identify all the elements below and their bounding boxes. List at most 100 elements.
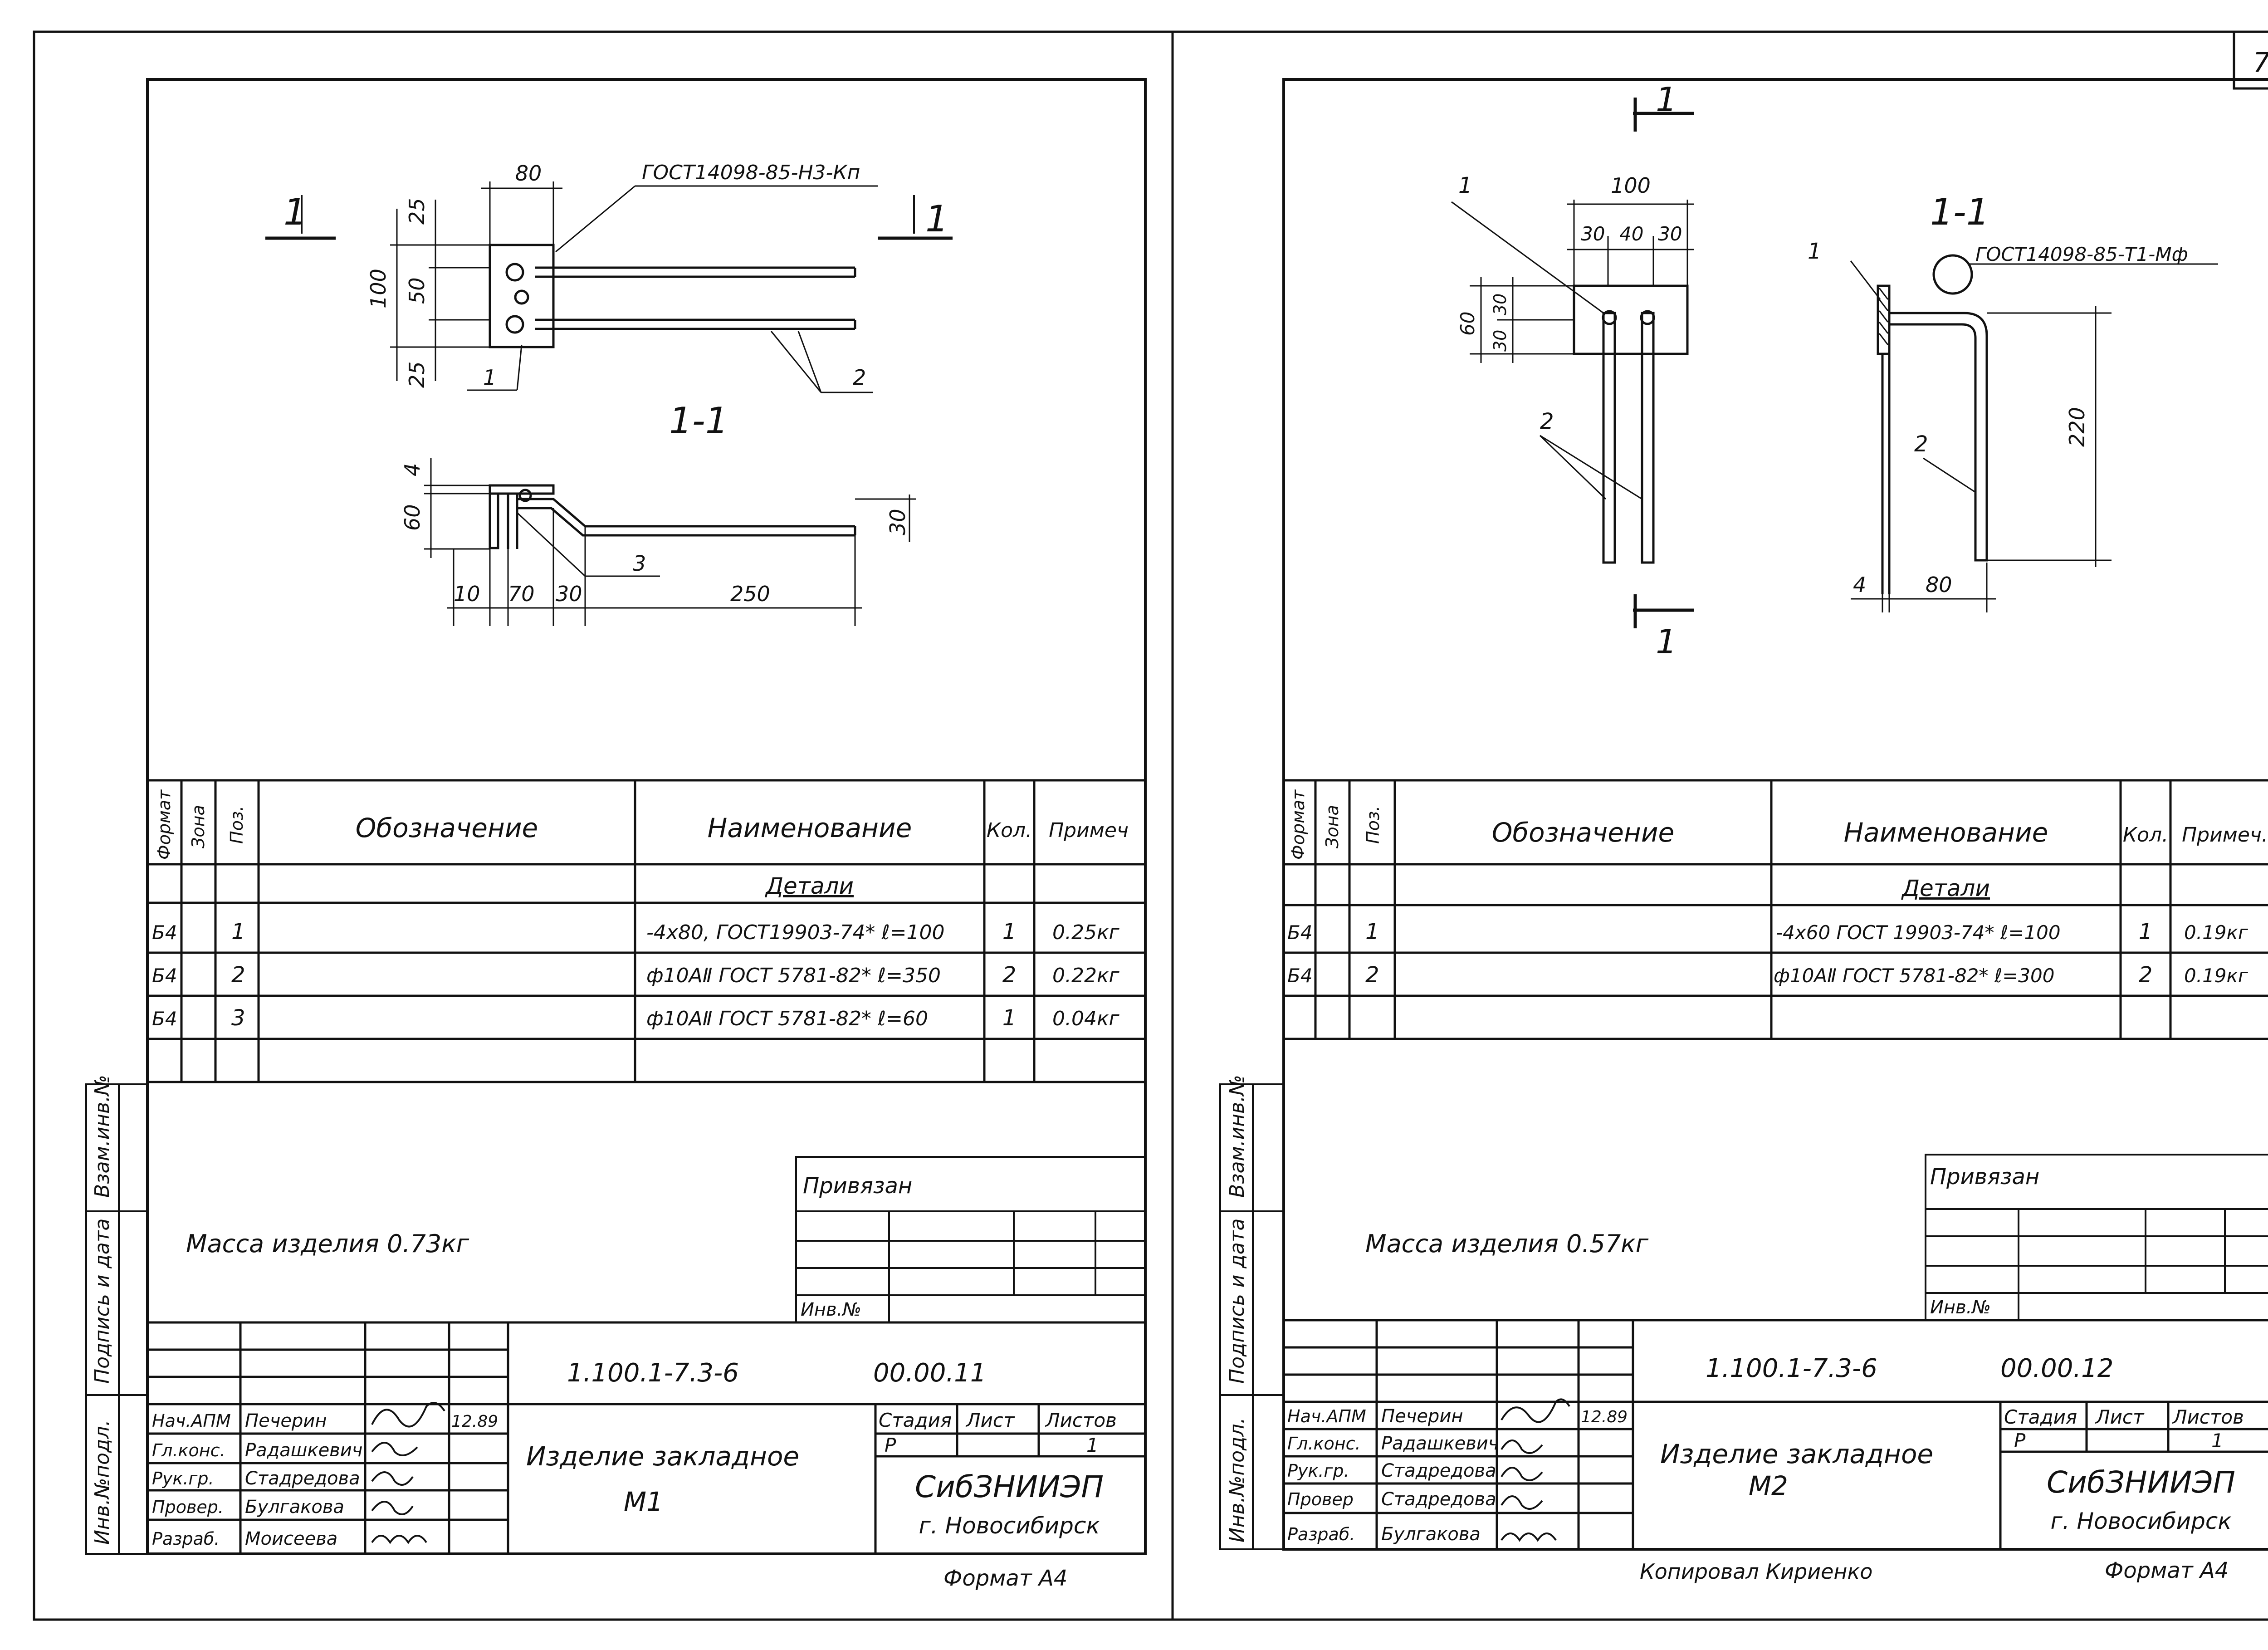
item-mark-m1: М1 (624, 1486, 663, 1517)
dim-50: 50 (405, 277, 429, 304)
doc-code-m1: 1.100.1-7.3-6 (567, 1358, 739, 1388)
person-name: Булгакова (1381, 1524, 1481, 1545)
section-mark-top: 1 (1656, 80, 1677, 119)
signature-scribbles-m2 (1501, 1398, 1570, 1542)
dim-250-m1: 250 (730, 582, 770, 606)
dim-30b-m2: 30 (1658, 223, 1682, 245)
org-city: г. Новосибирск (919, 1513, 1100, 1539)
role-label: Провер. (152, 1497, 224, 1517)
row-format: Б4 (152, 1008, 177, 1030)
pos-label-2-plan: 2 (1540, 409, 1554, 434)
signature-row: Разраб. Булгакова (1287, 1524, 1481, 1545)
dim-80: 80 (515, 161, 542, 186)
spec-row: Б4 2 ф10АⅡ ГОСТ 5781-82* ℓ=350 2 0.22кг (152, 962, 1120, 988)
dim-100-m2: 100 (1611, 173, 1651, 198)
side-label-inv: Инв.№подл. (1226, 1417, 1249, 1542)
hdr-zone: Зона (1322, 805, 1342, 848)
hdr-note: Примеч. (2182, 823, 2268, 847)
sign-date: 12.89 (451, 1412, 498, 1431)
page-number-box: 77 (2233, 30, 2268, 90)
pos-label-2-section: 2 (1914, 431, 1928, 457)
dim-220-m2: 220 (2065, 407, 2089, 447)
role-label: Рук.гр. (152, 1469, 214, 1488)
person-name: Булгакова (245, 1497, 344, 1518)
inv-label: Инв.№ (1930, 1297, 1991, 1318)
hdr-name: Наименование (708, 813, 912, 843)
hdr-note: Примеч (1049, 819, 1129, 842)
org-name: СибЗНИИЭП (915, 1469, 1104, 1504)
person-name: Стадредова (1381, 1460, 1496, 1481)
hdr-format: Формат (154, 789, 174, 860)
row-qty: 1 (2139, 919, 2153, 945)
section-title-m2: 1-1 (1930, 191, 1989, 233)
stage-header: Стадия (879, 1409, 952, 1431)
spec-row: Б4 3 ф10АⅡ ГОСТ 5781-82* ℓ=60 1 0.04кг (152, 1005, 1120, 1031)
row-pos: 2 (231, 962, 245, 988)
person-name: Печерин (1381, 1406, 1463, 1427)
dim-25-top: 25 (405, 198, 429, 225)
hdr-pos: Поз. (227, 806, 247, 844)
row-format: Б4 (152, 965, 177, 987)
signature-row: Рук.гр. Стадредова (1287, 1460, 1496, 1481)
row-qty: 2 (1002, 962, 1017, 988)
role-label: Разраб. (1287, 1524, 1355, 1544)
dim-25-bottom: 25 (405, 361, 429, 388)
hdr-designation: Обозначение (356, 813, 538, 843)
section-mark-left: 1 (284, 191, 307, 233)
dim-30-m1: 30 (556, 582, 582, 606)
dim-10-m1: 10 (454, 582, 480, 606)
sheets-total: 1 (1086, 1434, 1099, 1456)
gost-note-m2: ГОСТ14098-85-Т1-Мф (1975, 243, 2188, 265)
signature-row: Нач.АПМ Печерин 12.89 (152, 1410, 498, 1431)
hdr-zone: Зона (188, 805, 208, 848)
doc-num-m2: 00.00.12 (2000, 1354, 2113, 1383)
title-block-m2 (1284, 1319, 2268, 1549)
person-name: Печерин (245, 1410, 327, 1431)
signature-row: Провер Стадредова (1287, 1489, 1496, 1510)
mass-text-m1: Масса изделия 0.73кг (186, 1229, 469, 1258)
plan-view-m1 (265, 181, 953, 393)
signature-row: Провер. Булгакова (152, 1497, 344, 1518)
row-pos: 1 (1365, 919, 1379, 945)
inv-label: Инв.№ (801, 1299, 861, 1320)
pos-label-3: 3 (633, 551, 646, 576)
row-format: Б4 (152, 921, 177, 944)
row-note: 0.04кг (1052, 1007, 1120, 1030)
role-label: Гл.конс. (152, 1440, 225, 1460)
dim-40-m2: 40 (1619, 223, 1643, 245)
sheet-header: Лист (2095, 1406, 2145, 1428)
section-mark-right: 1 (925, 198, 948, 240)
person-name: Радашкевич (1381, 1433, 1499, 1454)
org-name: СибЗНИИЭП (2047, 1465, 2235, 1500)
sheets-header: Листов (1045, 1409, 1117, 1431)
spec-row: Б4 1 -4х80, ГОСТ19903-74* ℓ=100 1 0.25кг (152, 919, 1120, 945)
role-label: Разраб. (152, 1529, 220, 1549)
row-qty: 2 (2139, 962, 2153, 988)
section-view-m2 (1850, 254, 2218, 612)
hdr-designation: Обозначение (1492, 817, 1674, 848)
row-name: ф10АⅡ ГОСТ 5781-82* ℓ=300 (1774, 965, 2054, 987)
role-label: Гл.конс. (1287, 1434, 1361, 1454)
spec-table-m1 (147, 779, 1145, 1083)
spec-row: Б4 2 ф10АⅡ ГОСТ 5781-82* ℓ=300 2 0.19кг (1287, 962, 2248, 988)
sheets-header: Листов (2172, 1406, 2244, 1428)
stage-value: Р (2014, 1430, 2026, 1452)
doc-code-m2: 1.100.1-7.3-6 (1706, 1354, 1877, 1383)
dim-60-m2: 60 (1457, 312, 1479, 336)
sign-date: 12.89 (1581, 1408, 1628, 1426)
hdr-name: Наименование (1844, 817, 2048, 848)
dim-70-m1: 70 (508, 582, 535, 606)
title-block-m1 (147, 1321, 1145, 1554)
hdr-qty: Кол. (987, 819, 1032, 842)
left-sheet: Взам.инв.№ Подпись и дата Инв.№подл. (85, 78, 1147, 1591)
row-note: 0.22кг (1052, 964, 1120, 987)
side-label-sign: Подпись и дата (1226, 1219, 1249, 1384)
person-name: Радашкевич (245, 1440, 362, 1461)
side-label-sign: Подпись и дата (91, 1219, 114, 1384)
item-name-m2: Изделие закладное (1660, 1439, 1933, 1469)
pos-label-2: 2 (853, 365, 866, 390)
row-pos: 2 (1365, 962, 1379, 988)
person-name: Стадредова (1381, 1489, 1496, 1510)
role-label: Рук.гр. (1287, 1461, 1349, 1481)
